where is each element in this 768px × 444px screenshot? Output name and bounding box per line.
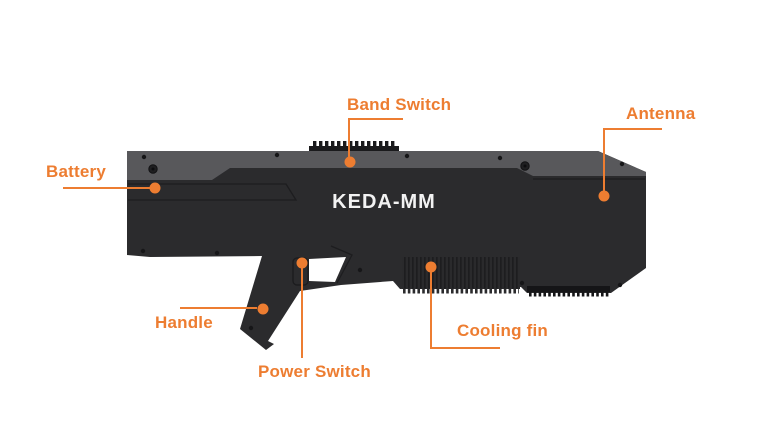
leader-line-antenna xyxy=(603,128,662,191)
callout-dot-band-switch xyxy=(344,156,356,168)
label-antenna: Antenna xyxy=(626,104,696,123)
cooling-fins xyxy=(402,257,520,289)
device-top-band xyxy=(127,151,646,180)
trigger-housing-line xyxy=(330,245,353,284)
callout-dot-cooling-fin xyxy=(425,261,437,273)
device-body xyxy=(127,151,646,350)
large-screws xyxy=(148,161,530,174)
screws xyxy=(140,152,625,331)
bottom-serrated-strip xyxy=(527,286,610,297)
label-battery: Battery xyxy=(46,162,106,181)
label-power-switch: Power Switch xyxy=(258,362,371,381)
callout-dot-power-switch xyxy=(296,257,308,269)
label-handle: Handle xyxy=(155,313,213,332)
battery-panel-line xyxy=(128,183,298,201)
trigger-guard-opening xyxy=(309,257,346,282)
band-switch-rail xyxy=(309,141,399,154)
callout-dot-antenna xyxy=(598,190,610,202)
leader-line-cooling-fin xyxy=(430,272,500,349)
callout-dots xyxy=(149,156,610,315)
leader-lines xyxy=(63,118,662,358)
callout-dot-handle xyxy=(257,303,269,315)
product-name: KEDA-MM xyxy=(332,191,436,213)
leader-line-band-switch xyxy=(348,118,403,158)
label-cooling-fin: Cooling fin xyxy=(457,321,548,340)
panel-lines xyxy=(128,178,645,284)
label-band-switch: Band Switch xyxy=(347,95,452,114)
callout-dot-battery xyxy=(149,182,161,194)
